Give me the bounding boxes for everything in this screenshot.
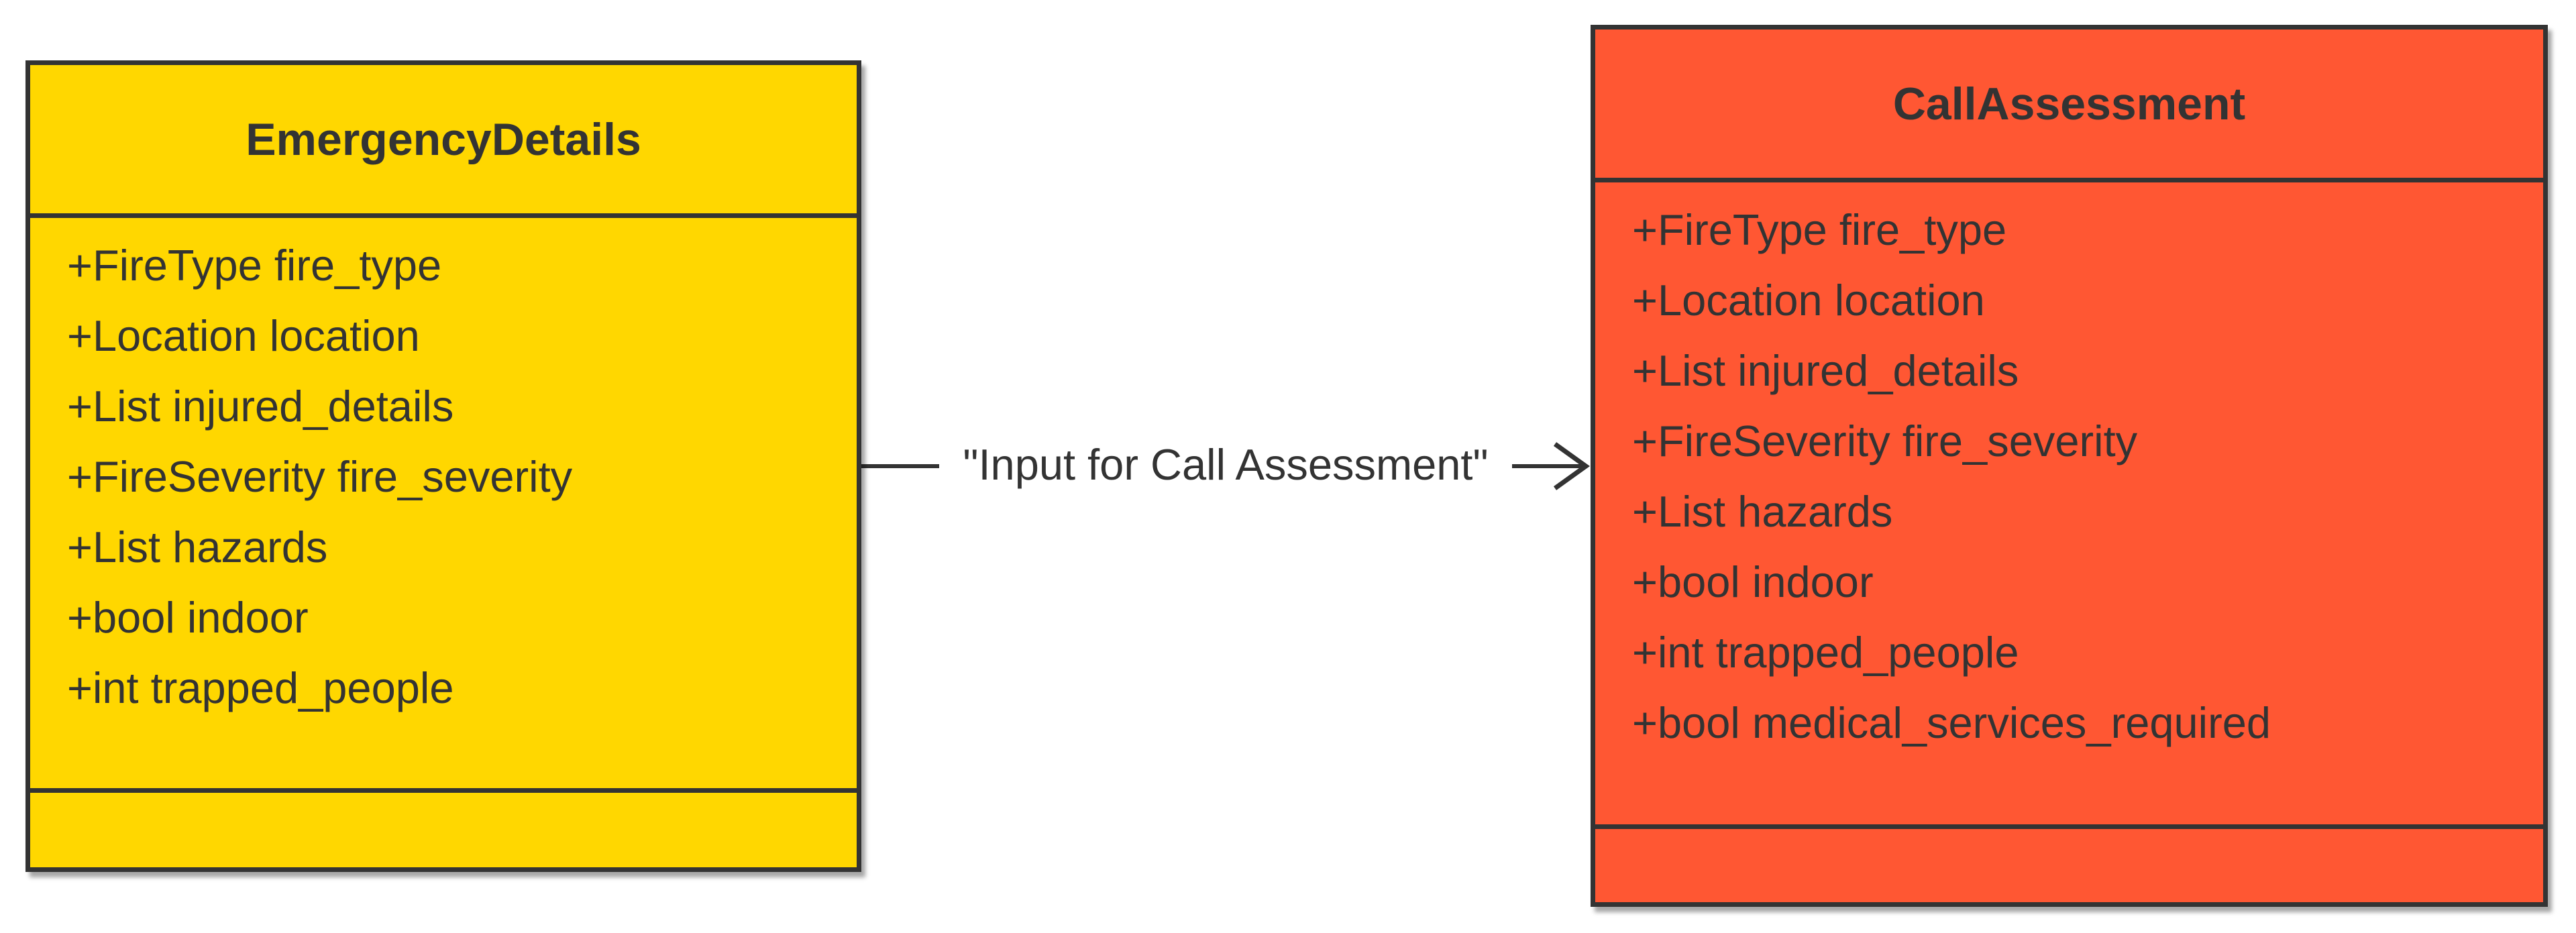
attribute: +FireSeverity fire_severity <box>1632 417 2138 465</box>
attribute: +List hazards <box>67 523 328 571</box>
attribute: +List injured_details <box>67 382 454 431</box>
attribute: +List injured_details <box>1632 346 2019 395</box>
arrowhead-icon <box>1553 442 1591 490</box>
attribute: +FireSeverity fire_severity <box>67 452 573 501</box>
class-box-emergency-details[interactable]: EmergencyDetails +FireType fire_type +Lo… <box>25 60 861 872</box>
relation-label: "Input for Call Assessment" <box>939 431 1512 498</box>
attribute: +int trapped_people <box>1632 628 2019 677</box>
class-name: CallAssessment <box>1595 30 2543 182</box>
class-name: EmergencyDetails <box>30 65 857 218</box>
attributes-section: +FireType fire_type +Location location +… <box>30 218 857 793</box>
attribute: +bool medical_services_required <box>1632 698 2271 747</box>
attributes-section: +FireType fire_type +Location location +… <box>1595 182 2543 829</box>
attribute: +FireType fire_type <box>67 241 442 290</box>
attribute: +bool indoor <box>67 593 309 642</box>
attribute: +Location location <box>1632 276 1985 325</box>
attribute: +Location location <box>67 311 420 360</box>
attribute: +List hazards <box>1632 487 1893 536</box>
class-box-call-assessment[interactable]: CallAssessment +FireType fire_type +Loca… <box>1591 25 2548 907</box>
attribute: +int trapped_people <box>67 663 454 712</box>
attribute: +FireType fire_type <box>1632 205 2007 254</box>
attribute: +bool indoor <box>1632 557 1874 606</box>
